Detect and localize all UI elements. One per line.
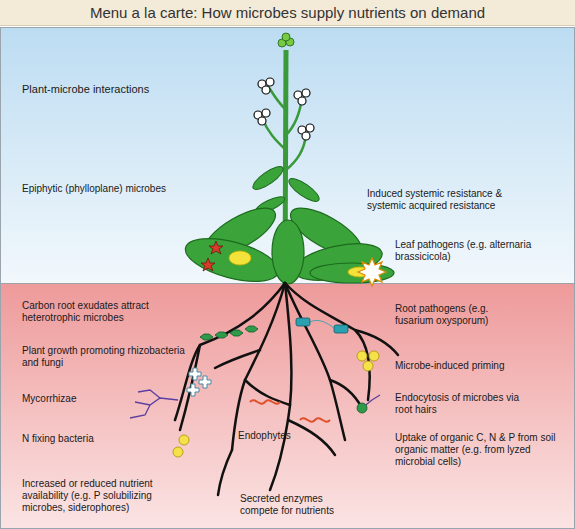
root bbox=[245, 380, 290, 405]
flower bbox=[262, 109, 270, 117]
root-pathogen bbox=[296, 318, 348, 333]
epiphytic-microbe bbox=[201, 241, 223, 271]
leaf-lesion bbox=[229, 251, 251, 265]
root-pathogen bbox=[334, 325, 348, 333]
root-exudate-microbe bbox=[200, 326, 258, 340]
flower bbox=[306, 124, 314, 132]
root bbox=[175, 283, 285, 420]
bacteria-cell bbox=[363, 361, 373, 371]
endocytosed-microbe bbox=[357, 403, 367, 413]
root bbox=[180, 345, 200, 430]
annotation-label: Epiphytic (phylloplane) microbes bbox=[22, 183, 222, 195]
epiphytic-microbe bbox=[209, 241, 223, 254]
root bbox=[285, 283, 345, 440]
root bbox=[288, 420, 335, 455]
growth-promoting-microbe bbox=[189, 368, 201, 380]
root bbox=[285, 283, 370, 400]
root-exudate-microbe bbox=[230, 330, 243, 336]
growth-promoting-microbe bbox=[187, 368, 211, 396]
root bbox=[215, 350, 260, 368]
root-exudate-microbe bbox=[215, 332, 228, 338]
flower bbox=[302, 132, 310, 140]
flower bbox=[302, 89, 310, 97]
bacteria-cell bbox=[357, 351, 367, 361]
mycorrhizal-hyphae bbox=[135, 398, 178, 405]
endophyte bbox=[250, 400, 280, 403]
annotation-label: Microbe-induced priming bbox=[395, 360, 555, 372]
rosette-leaf bbox=[272, 220, 304, 284]
mycorrhizal-hyphae bbox=[138, 390, 160, 398]
annotation-label: N fixing bacteria bbox=[22, 433, 142, 445]
annotation-label: Carbon root exudates attract heterotroph… bbox=[22, 300, 202, 324]
bacteria-cell bbox=[369, 351, 379, 361]
annotation-label: Endocytosis of microbes via root hairs bbox=[395, 392, 525, 416]
root bbox=[218, 450, 232, 495]
growth-promoting-microbe bbox=[187, 384, 199, 396]
root bbox=[232, 283, 285, 450]
root-pathogen bbox=[310, 320, 334, 328]
root-exudate-microbe bbox=[200, 334, 213, 340]
soil-band bbox=[1, 284, 575, 529]
flower bbox=[298, 97, 306, 105]
title-text: Menu a la carte: How microbes supply nut… bbox=[0, 4, 575, 21]
annotation-label: Induced systemic resistance & systemic a… bbox=[367, 188, 527, 212]
annotation-label: Plant-microbe interactions bbox=[22, 83, 222, 96]
endophyte bbox=[250, 400, 330, 421]
plant-stem bbox=[268, 86, 286, 110]
root bbox=[330, 380, 362, 408]
rosette-leaf bbox=[181, 199, 394, 290]
stem-leaf bbox=[286, 175, 322, 205]
plant-stem bbox=[286, 135, 306, 170]
annotation-label: Increased or reduced nutrient availabili… bbox=[22, 478, 172, 514]
flower bbox=[258, 117, 266, 125]
annotation-label: Leaf pathogens (e.g. alternaria brassici… bbox=[395, 239, 545, 263]
bacteria-cell bbox=[179, 435, 189, 445]
flower-bud bbox=[278, 33, 294, 47]
annotation-label: Mycorrhizae bbox=[22, 393, 142, 405]
annotation-label: Plant growth promoting rhizobacteria and… bbox=[22, 345, 192, 369]
mycorrhizal-hyphae bbox=[130, 405, 150, 418]
epiphytic-microbe bbox=[201, 258, 215, 271]
pathogen-burst bbox=[358, 258, 386, 286]
stem-leaf bbox=[250, 163, 286, 193]
flower bbox=[254, 78, 314, 140]
annotation-label: Root pathogens (e.g. fusarium oxysporum) bbox=[395, 303, 525, 327]
root-pathogen bbox=[296, 318, 310, 326]
bacteria-cell bbox=[173, 351, 379, 457]
annotation-label: Endophytes bbox=[238, 430, 328, 442]
endophyte bbox=[300, 418, 330, 421]
pathogen-burst bbox=[358, 258, 386, 286]
plant-stem bbox=[262, 50, 306, 285]
annotation-label: Secreted enzymes compete for nutrients bbox=[240, 493, 355, 517]
mycorrhizal-hyphae bbox=[130, 390, 380, 418]
flower-bud bbox=[282, 33, 290, 41]
root bbox=[270, 283, 291, 490]
bacteria-cell bbox=[173, 447, 183, 457]
flower bbox=[262, 86, 270, 94]
root bbox=[175, 283, 398, 495]
flower bbox=[266, 78, 274, 86]
rosette-leaf bbox=[181, 230, 283, 290]
leaf-lesion bbox=[229, 251, 372, 277]
root-exudate-microbe bbox=[245, 326, 258, 332]
growth-promoting-microbe bbox=[199, 376, 211, 388]
endocytosed-microbe bbox=[357, 403, 367, 413]
annotation-label: Uptake of organic C, N & P from soil org… bbox=[395, 432, 560, 468]
